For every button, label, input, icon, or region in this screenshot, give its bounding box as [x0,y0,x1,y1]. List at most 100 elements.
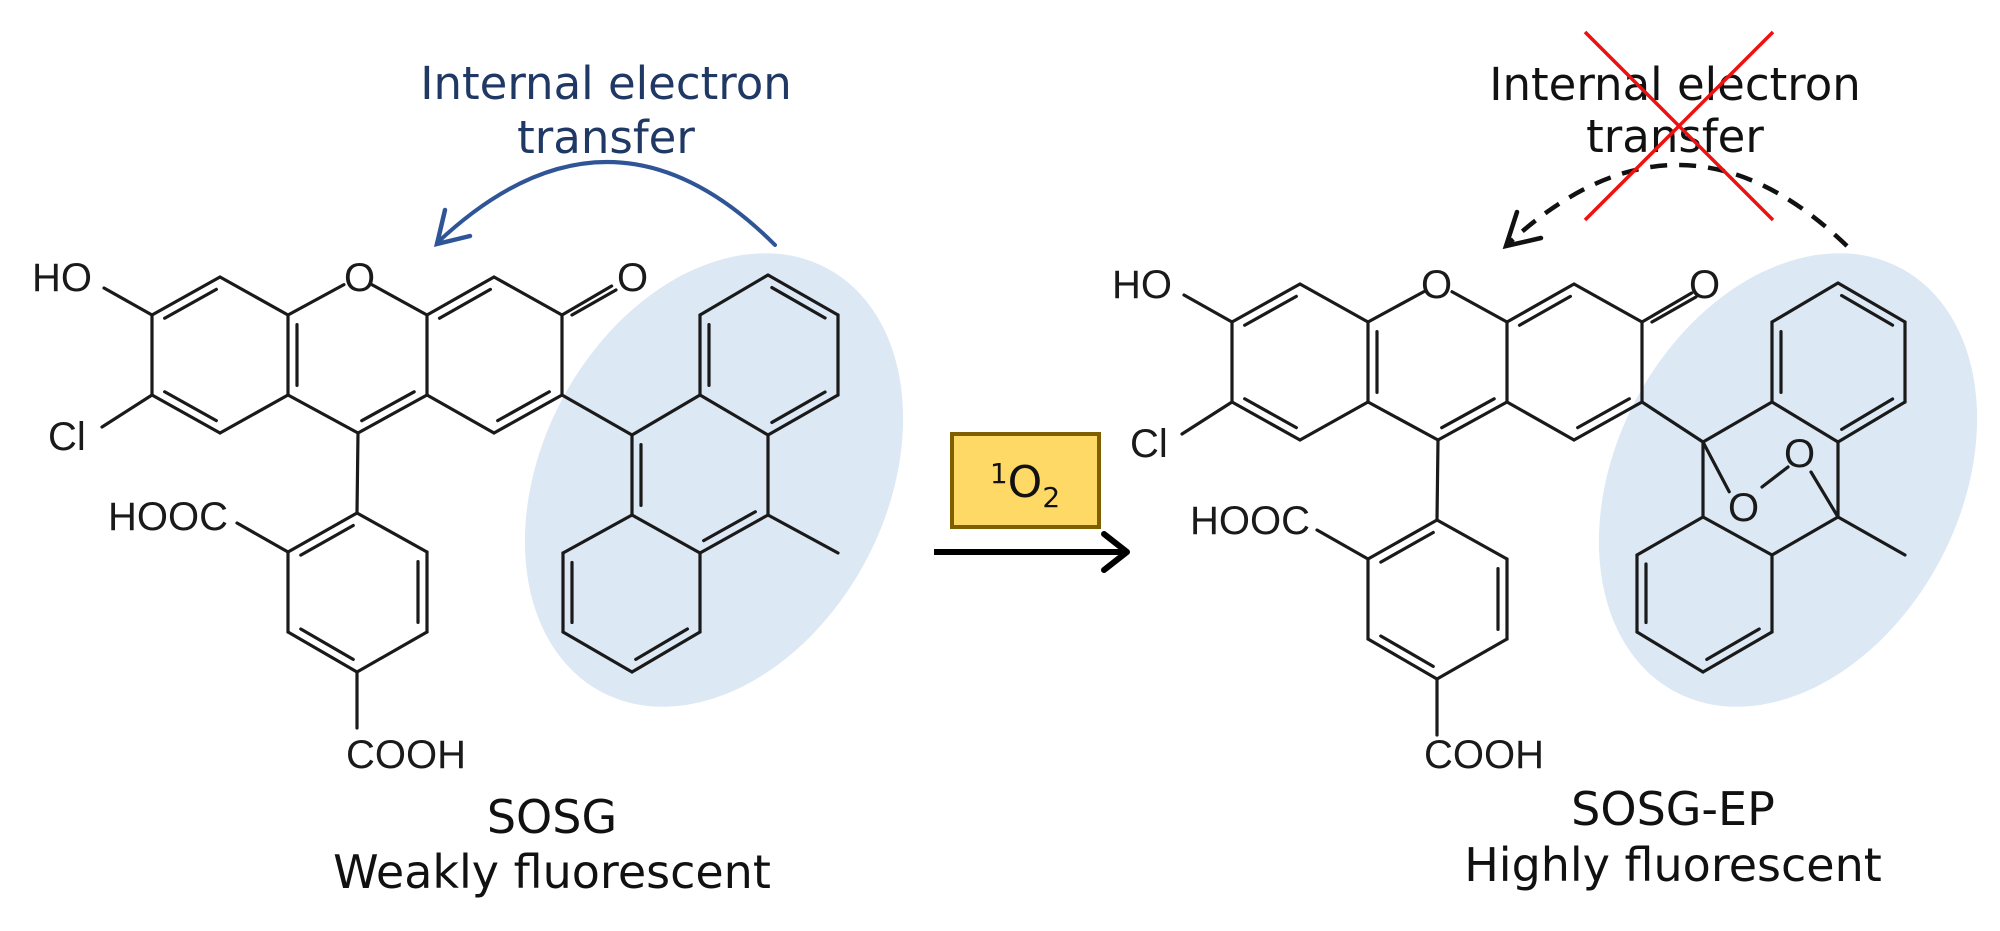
double-bond [702,510,757,543]
double-bond [496,390,551,423]
bond [355,630,429,674]
bond [286,511,359,554]
arrowhead-icon [1502,209,1544,250]
bond [1436,400,1509,442]
peroxide-oxygen-2-label: O [1784,432,1815,476]
bond [1230,282,1302,324]
fluorescence-description: Highly fluorescent [1464,838,1882,892]
carbonyl-bond [1640,291,1694,324]
bond [1770,515,1840,557]
annotation-line-2: transfer [517,111,695,164]
annotation-line-2: transfer [1586,110,1764,163]
bond [150,275,222,317]
hydroxyl-bond [1182,293,1234,324]
compound-name: SOSG [487,790,617,844]
double-bond [1243,397,1298,430]
bond [1230,400,1302,442]
fluorescence-description: Weakly fluorescent [333,845,771,899]
bond [1770,281,1840,324]
hydroxyl-bond [102,286,154,317]
bond [766,393,840,437]
bond [1770,400,1840,444]
reaction-step: 1O2 [934,432,1130,573]
carbonyl-oxygen-label: O [617,256,648,300]
double-bond [360,390,416,423]
bond [218,393,290,435]
chloro-bond [1180,400,1234,436]
carboxyl-bond [1315,528,1370,561]
bond [698,513,770,555]
peroxide-bond [1809,470,1840,519]
reagent-subscript: 2 [1042,481,1060,514]
bond [1298,400,1370,442]
bond [1836,400,1907,444]
reaction-arrowhead-icon [1101,531,1130,573]
double-bond [1440,397,1496,430]
carboxyl-bond [235,521,290,554]
arrowhead-icon [433,207,473,248]
bond [698,393,770,437]
bond [355,511,429,554]
dashed-curved-arrow-icon [1506,162,1849,248]
bond [286,630,359,674]
double-bond [634,627,690,661]
bond [355,431,360,515]
ring-oxygen-label: O [1421,263,1452,307]
bond [1435,438,1440,522]
bond [698,273,770,317]
double-bond [1840,293,1895,327]
curved-arrow-icon [435,160,777,247]
double-bond [163,287,218,320]
ring-oxygen-label: O [344,256,375,300]
bond [1366,637,1439,681]
methyl-bond [1836,515,1907,557]
bond [1505,400,1576,442]
bond [1635,515,1705,557]
bond [492,275,564,317]
bond [560,393,634,437]
carbonyl-double-bond [570,288,618,317]
double-bond [1379,530,1435,564]
electron-transfer-annotation-left: Internal electron transfer [420,57,792,248]
sosg-ep-caption: SOSG-EP Highly fluorescent [1464,782,1882,892]
ortho-carboxyl-label: HOOC [108,495,228,539]
bond [1366,518,1439,561]
sosg-caption: SOSG Weakly fluorescent [333,790,771,899]
hydroxyl-label: HO [1112,263,1172,307]
bond [561,630,634,674]
peroxide-bond [1701,440,1731,494]
methyl-bond [766,513,840,555]
blocked-cross-icon [1583,30,1775,222]
bond [630,630,702,674]
compound-name: SOSG-EP [1571,782,1775,836]
anthracene-highlight-left [524,253,904,707]
double-bond [299,523,355,557]
bond [1366,290,1426,324]
bond [1505,282,1576,324]
reagent-superscript: 1 [990,457,1008,490]
bond [1572,282,1644,324]
ortho-carboxyl-label: HOOC [1190,499,1310,543]
bond [561,513,634,555]
bond [356,393,429,435]
bond [630,513,702,555]
electron-transfer-annotation-right: Internal electron transfer [1489,30,1861,250]
bond [492,393,564,435]
double-bond [1840,397,1895,431]
peroxide-oxygen-1-label: O [1728,486,1759,530]
chloro-bond [100,393,154,429]
bond [1701,515,1774,557]
singlet-oxygen-label: 1O2 [990,457,1060,514]
bond [286,393,360,435]
bond [1701,400,1774,444]
double-bond [299,627,355,661]
bond [1298,282,1370,324]
sosg-ep-atom-labels: HO O O Cl HOOC COOH O O [1112,263,1815,777]
bond [1836,281,1907,324]
sosg-atom-labels: HO O O Cl HOOC COOH [32,256,648,777]
sosg-skeleton [100,273,840,730]
carbonyl-oxygen-label: O [1689,263,1720,307]
bond [1366,400,1440,442]
bond [425,275,496,317]
